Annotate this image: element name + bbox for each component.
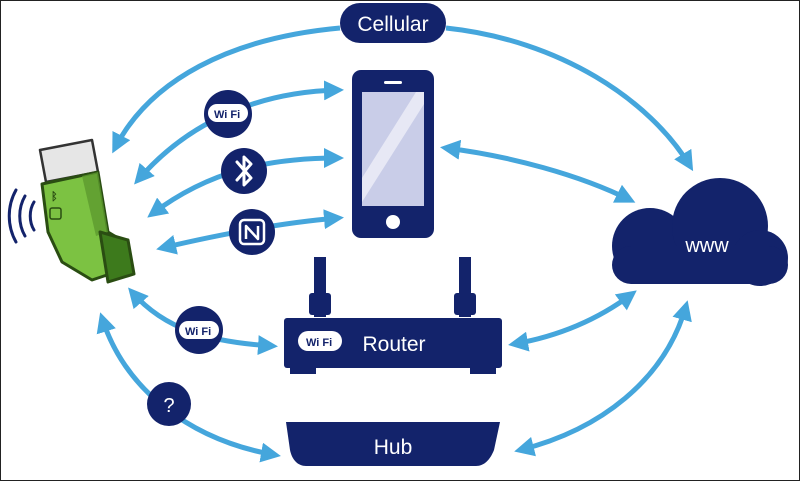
unknown-link-label: ? — [163, 395, 174, 417]
cellular-pill — [340, 3, 446, 43]
hub-label: Hub — [374, 436, 413, 459]
router-wifi-badge-text: Wi Fi — [306, 337, 332, 349]
wifi-icon: Wi Fi — [298, 331, 342, 351]
cloud-label: www — [684, 235, 729, 257]
arrow-phone-cloud — [440, 139, 636, 203]
wifi-badge-top-text: Wi Fi — [214, 109, 240, 121]
phone-home-button — [386, 215, 400, 229]
inhaler-mouthpiece — [98, 230, 136, 284]
wifi-badge-router-text: Wi Fi — [185, 326, 211, 338]
bluetooth-icon — [221, 148, 267, 194]
router-icon: Wi Fi Router — [284, 257, 502, 374]
smartphone-icon — [352, 70, 434, 238]
unknown-link-badge: ? — [147, 382, 191, 426]
arrow-router-cloud — [508, 290, 637, 352]
router-label: Router — [362, 333, 425, 356]
nfc-icon — [229, 209, 275, 255]
phone-speaker — [384, 81, 402, 84]
inhaler-nfc-mark — [49, 207, 62, 220]
inhaler-icon: ᛒ — [38, 138, 136, 284]
wifi-badge-top: Wi Fi — [204, 90, 252, 138]
wifi-badge-router: Wi Fi — [175, 306, 223, 354]
arrow-cellular-inhaler — [112, 25, 341, 154]
inhaler-bluetooth-mark: ᛒ — [51, 190, 58, 203]
arrow-cellular-cloud — [445, 25, 694, 172]
wireless-signal-icon — [7, 188, 36, 244]
cloud-icon: www — [612, 178, 788, 286]
cellular-node: Cellular — [340, 3, 446, 43]
hub-icon: Hub — [286, 422, 500, 466]
arrow-hub-cloud — [514, 300, 692, 457]
cellular-label: Cellular — [357, 13, 428, 36]
